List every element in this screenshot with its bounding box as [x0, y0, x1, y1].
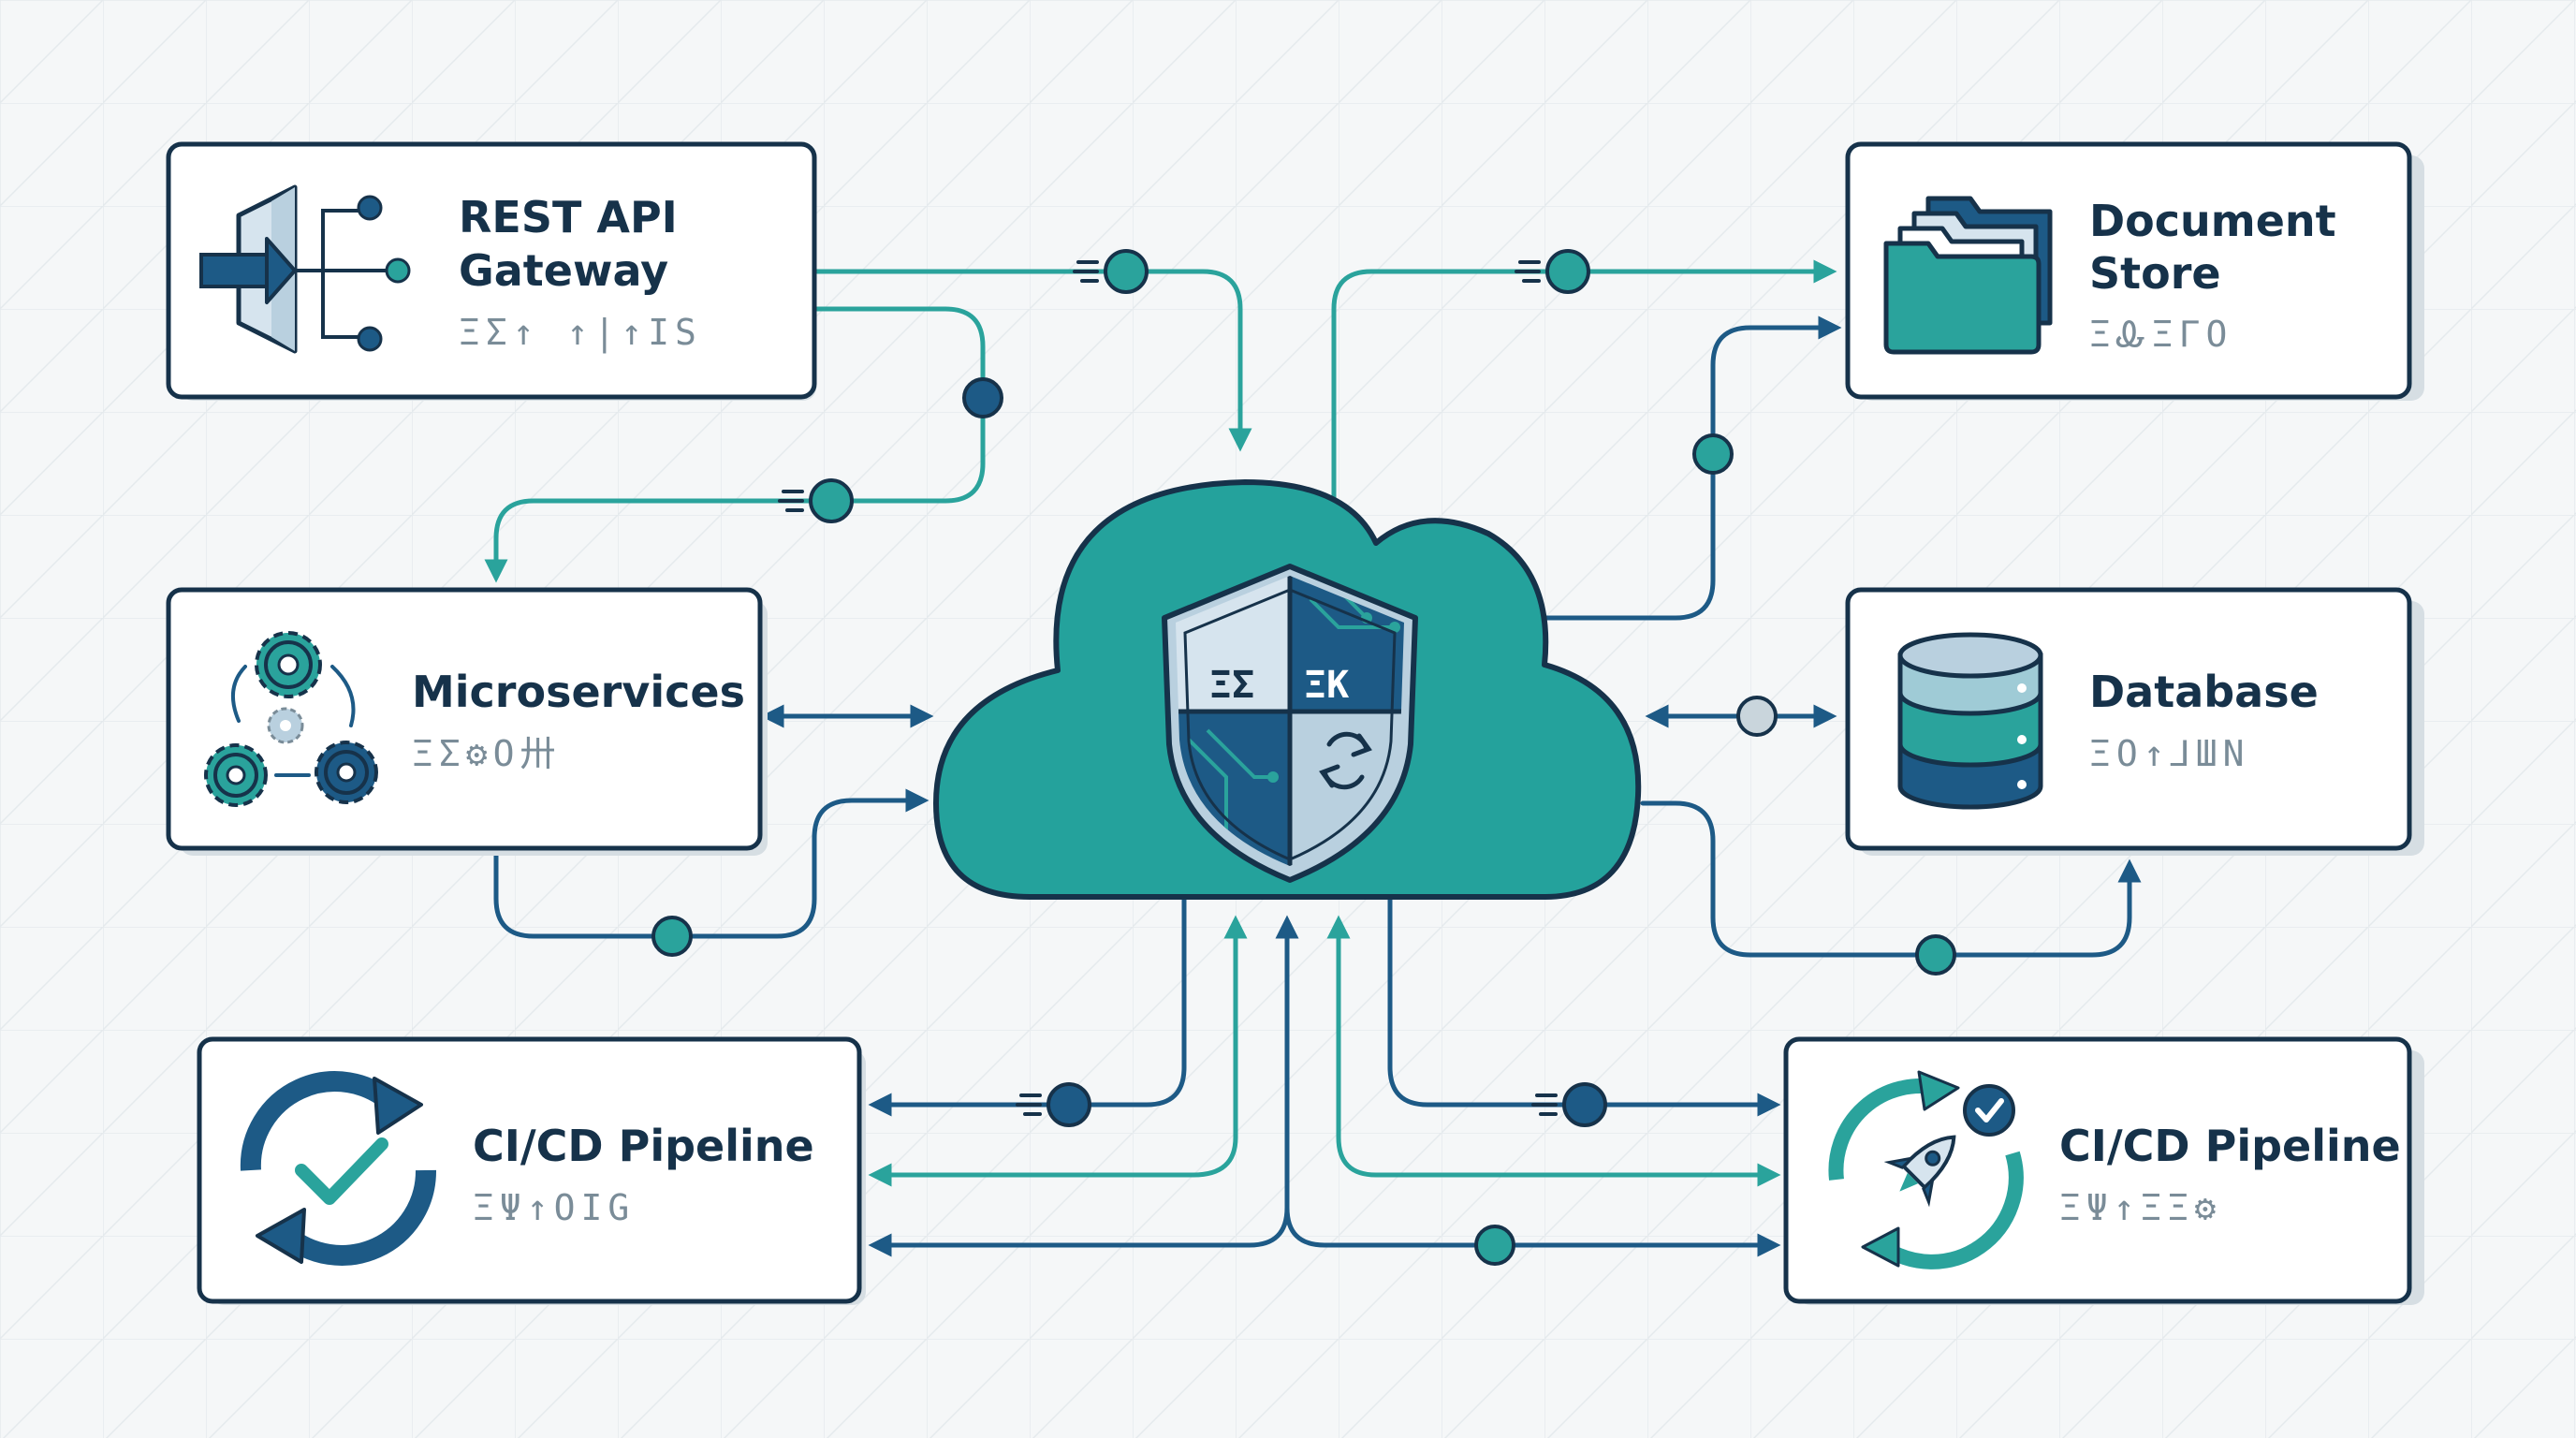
- folder-stack-icon: [1883, 196, 2053, 355]
- cloud-hub: ΞΣ ΞK: [933, 479, 1642, 900]
- card-title: Database: [2089, 667, 2319, 717]
- gears-icon: [204, 631, 378, 807]
- card-cicd-pipeline-left[interactable]: CI/CD Pipeline ΞΨ↑ΟΙG: [197, 1036, 866, 1305]
- connector-gateway-cloud: [812, 269, 1252, 452]
- node-dot: [1562, 1082, 1607, 1127]
- card-rest-api-gateway[interactable]: REST API Gateway ΞΣ↑ ↑|↑ΙS: [166, 141, 817, 401]
- card-title: CI/CD Pipeline: [473, 1121, 814, 1171]
- card-glyph-caption: ΞΨ↑ΟΙG: [473, 1187, 635, 1228]
- shield-glyph-right: ΞK: [1304, 664, 1349, 707]
- card-microservices[interactable]: Microservices ΞΣ⚙Ο卅: [166, 587, 768, 856]
- node-dot: [1046, 1082, 1091, 1127]
- connectors: [484, 259, 2142, 1257]
- node-dot: [1736, 696, 1778, 737]
- card-database[interactable]: Database ΞΟ↑⅃ШΝ: [1845, 587, 2424, 856]
- card-title: REST API: [459, 192, 678, 242]
- gateway-arrow-icon: [199, 184, 411, 354]
- node-dot: [1915, 934, 1956, 976]
- connector-nodes: [651, 249, 1956, 1266]
- card-glyph-caption: ΞΨ↑ΞΞ⚙: [2059, 1187, 2221, 1228]
- card-cicd-pipeline-right[interactable]: CI/CD Pipeline ΞΨ↑ΞΞ⚙: [1783, 1036, 2424, 1305]
- shield-glyph-left: ΞΣ: [1209, 664, 1254, 707]
- card-title: Store: [2089, 248, 2221, 299]
- card-title: Gateway: [459, 245, 668, 296]
- node-dot: [962, 377, 1003, 418]
- node-dot: [651, 916, 693, 957]
- card-glyph-caption: ΞΣ⚙Ο卅: [412, 733, 562, 774]
- node-dot: [809, 478, 854, 523]
- security-shield: ΞΣ ΞK: [1162, 564, 1418, 883]
- connector-cloud-cicd-right-3: [1284, 1205, 1781, 1257]
- card-document-store[interactable]: Document Store ΞᎲΞΓΟ: [1845, 141, 2424, 401]
- card-glyph-caption: ΞΟ↑⅃ШΝ: [2089, 733, 2250, 774]
- connector-gateway-microservices: [484, 306, 986, 583]
- card-title: CI/CD Pipeline: [2059, 1121, 2401, 1171]
- connector-cloud-cicd-right-2: [1326, 915, 1781, 1187]
- card-title: Microservices: [412, 667, 745, 717]
- card-glyph-caption: ΞΣ↑ ↑|↑ΙS: [459, 312, 702, 354]
- card-glyph-caption: ΞᎲΞΓΟ: [2089, 314, 2232, 355]
- sync-check-icon: [240, 1071, 437, 1266]
- node-dot: [1474, 1225, 1515, 1266]
- sync-icon: [1319, 731, 1372, 790]
- node-dot: [1545, 249, 1590, 294]
- node-dot: [1104, 249, 1149, 294]
- connector-cloud-docstore: [1331, 259, 1837, 513]
- node-dot: [1692, 433, 1734, 475]
- database-icon: [1897, 632, 2043, 810]
- rocket-cycle-icon: [1828, 1070, 2024, 1269]
- speed-ticks: [778, 260, 1558, 1116]
- card-title: Document: [2089, 196, 2336, 246]
- connector-microservices-cloud-loop: [493, 788, 929, 939]
